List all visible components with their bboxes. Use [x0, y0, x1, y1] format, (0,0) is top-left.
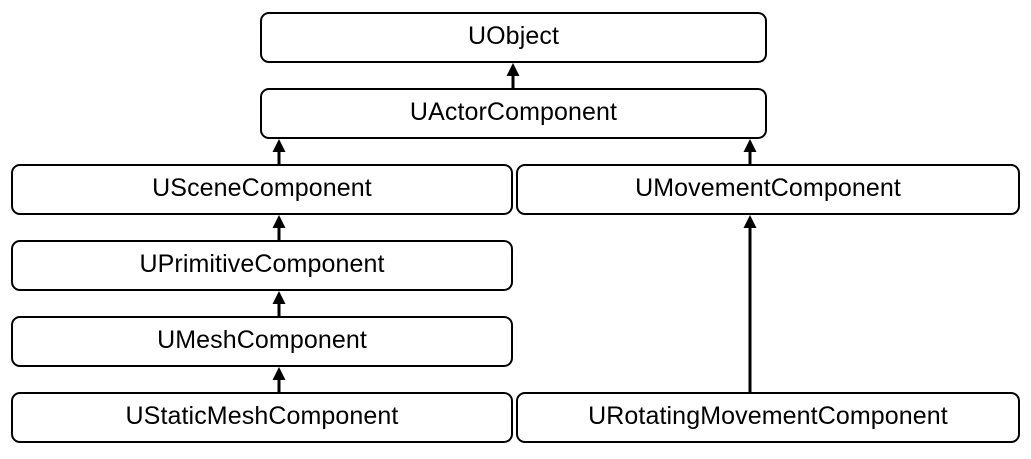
class-node-label: UMovementComponent — [635, 174, 901, 202]
inheritance-arrow — [267, 139, 291, 164]
inheritance-arrow — [267, 367, 291, 392]
class-node-uactorcomponent[interactable]: UActorComponent — [260, 88, 767, 139]
class-node-label: UPrimitiveComponent — [139, 250, 385, 278]
class-node-umovementcomponent[interactable]: UMovementComponent — [516, 164, 1020, 215]
class-node-label: UStaticMeshComponent — [125, 402, 399, 430]
class-node-umeshcomponent[interactable]: UMeshComponent — [11, 316, 513, 367]
class-node-label: UMeshComponent — [157, 326, 367, 354]
class-node-ustaticmeshcomponent[interactable]: UStaticMeshComponent — [11, 392, 513, 443]
class-node-label: UActorComponent — [409, 98, 618, 126]
inheritance-arrow — [267, 291, 291, 316]
inheritance-arrow — [267, 215, 291, 240]
inheritance-arrow — [738, 215, 762, 392]
inheritance-arrow — [501, 63, 525, 88]
class-node-uobject[interactable]: UObject — [260, 12, 767, 63]
class-node-uscenecomponent[interactable]: USceneComponent — [11, 164, 513, 215]
inheritance-arrow — [738, 139, 762, 164]
class-node-label: URotatingMovementComponent — [588, 402, 948, 430]
class-node-label: UObject — [467, 22, 559, 50]
class-node-label: USceneComponent — [152, 174, 372, 202]
class-node-urotatingmovementcomponent[interactable]: URotatingMovementComponent — [516, 392, 1020, 443]
class-node-uprimitivecomponent[interactable]: UPrimitiveComponent — [11, 240, 513, 291]
